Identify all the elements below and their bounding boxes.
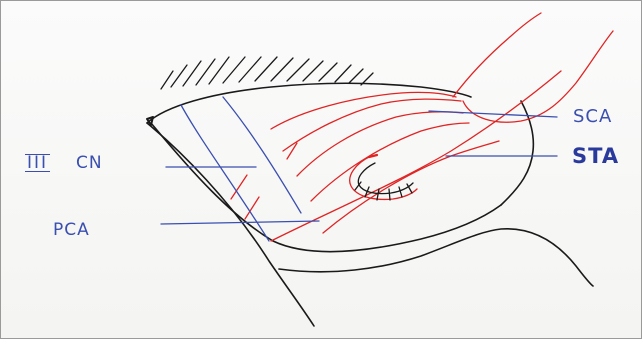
cn-text: CN [76,153,103,173]
vessel-line-5 [323,141,499,233]
pca-label: PCA [53,220,90,240]
base-curve-line [279,229,593,286]
cn-label: III CN [25,153,103,173]
vessel-line-3 [297,112,463,176]
sta-label: STA [572,144,619,168]
upper-border-line [147,83,471,123]
vessel-line-4 [311,123,469,201]
red-vessels [231,13,613,241]
right-lobe-line [501,101,533,205]
sca-curve [453,13,541,97]
vessel-line-1 [271,92,456,129]
blue-lines [161,97,557,241]
cn-numeral: III [25,154,50,172]
sca-label: SCA [573,106,612,127]
hatch-marks [161,57,373,89]
sca-pointer-line [429,111,557,117]
left-border-line [147,123,314,326]
pca-pointer-line [161,221,319,224]
